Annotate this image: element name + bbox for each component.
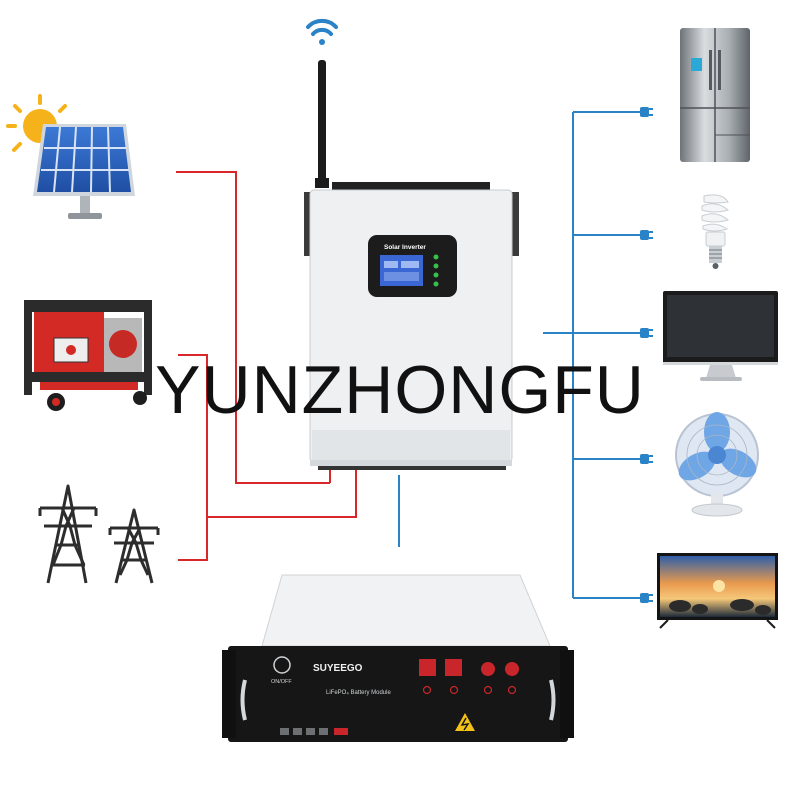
monitor-icon bbox=[663, 291, 778, 381]
generator-icon bbox=[24, 300, 152, 411]
tv-icon bbox=[657, 553, 778, 629]
pylon-icon bbox=[108, 508, 160, 584]
status-led bbox=[433, 254, 439, 260]
battery-terminals bbox=[419, 659, 519, 695]
ac-output-wires bbox=[543, 111, 648, 599]
lifepo4-battery-module: ON/OFF SUYEEGO LiFePO₄ Battery Module bbox=[222, 574, 574, 742]
high-voltage-warning-icon bbox=[455, 713, 475, 731]
status-led bbox=[433, 263, 439, 269]
inverter-screen-label: Solar Inverter bbox=[384, 244, 426, 251]
handle bbox=[240, 679, 247, 721]
handle bbox=[549, 679, 556, 721]
pylon-icon bbox=[38, 484, 98, 584]
battery-model-label: LiFePO₄ Battery Module bbox=[326, 690, 391, 696]
status-led bbox=[433, 272, 439, 278]
status-led bbox=[433, 281, 439, 287]
fan-icon bbox=[675, 412, 759, 517]
power-grid-icon bbox=[38, 484, 160, 584]
ac-input-wires bbox=[176, 171, 357, 561]
battery-brand: SUYEEGO bbox=[313, 663, 363, 674]
plug-icons bbox=[640, 107, 653, 603]
solar-panel-icon bbox=[6, 94, 135, 219]
antenna bbox=[315, 60, 329, 188]
hybrid-inverter: Solar Inverter bbox=[304, 18, 519, 470]
battery-ports bbox=[280, 728, 348, 735]
switch-label: ON/OFF bbox=[271, 679, 292, 685]
refrigerator-icon bbox=[680, 28, 750, 162]
light-bulb-icon bbox=[701, 194, 730, 269]
inverter-lcd bbox=[380, 255, 423, 286]
power-switch bbox=[273, 656, 291, 674]
wifi-icon bbox=[306, 18, 338, 45]
